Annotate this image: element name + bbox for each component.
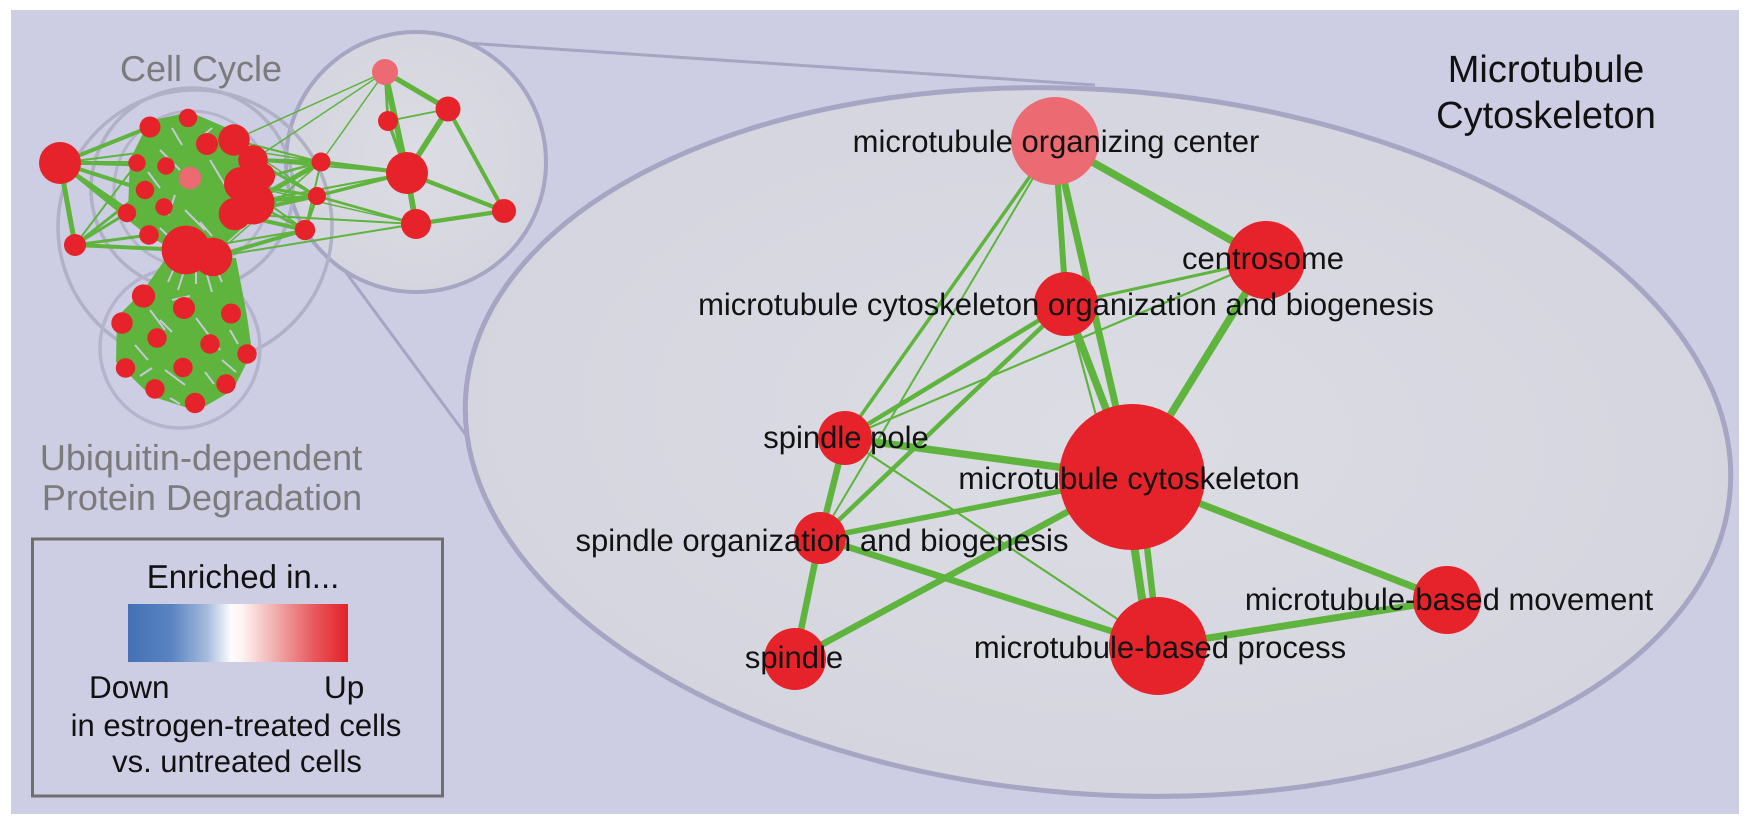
svg-text:spindle: spindle xyxy=(745,640,843,675)
svg-text:Ubiquitin-dependent: Ubiquitin-dependent xyxy=(40,437,362,478)
svg-text:microtubule cytoskeleton: microtubule cytoskeleton xyxy=(958,461,1299,496)
svg-text:centrosome: centrosome xyxy=(1182,241,1344,276)
svg-text:in estrogen-treated cells: in estrogen-treated cells xyxy=(71,708,402,743)
svg-text:vs. untreated cells: vs. untreated cells xyxy=(112,744,362,779)
svg-text:spindle pole: spindle pole xyxy=(763,420,928,455)
svg-text:spindle organization and bioge: spindle organization and biogenesis xyxy=(576,523,1069,558)
svg-text:Microtubule: Microtubule xyxy=(1448,49,1644,91)
svg-text:microtubule organizing center: microtubule organizing center xyxy=(853,124,1260,159)
svg-text:Down: Down xyxy=(89,669,170,705)
svg-text:Cell Cycle: Cell Cycle xyxy=(120,48,282,89)
svg-text:Cytoskeleton: Cytoskeleton xyxy=(1436,95,1656,137)
svg-text:microtubule-based movement: microtubule-based movement xyxy=(1245,582,1654,617)
svg-text:Enriched in...: Enriched in... xyxy=(147,558,340,595)
svg-text:Protein Degradation: Protein Degradation xyxy=(42,477,362,518)
svg-text:microtubule cytoskeleton organ: microtubule cytoskeleton organization an… xyxy=(698,287,1434,322)
svg-text:Up: Up xyxy=(324,669,364,705)
svg-text:microtubule-based process: microtubule-based process xyxy=(974,630,1346,665)
